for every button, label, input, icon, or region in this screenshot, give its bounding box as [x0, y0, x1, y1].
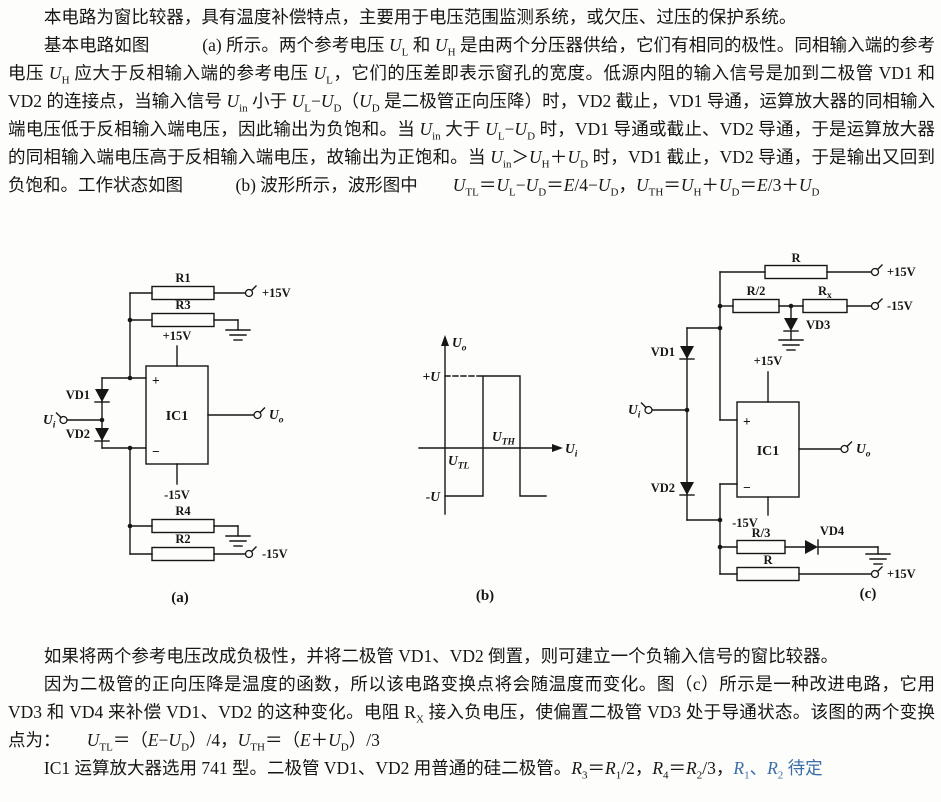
- resistor-r4: [151, 518, 215, 534]
- resistor-r2: [151, 546, 215, 562]
- ground-symbol: [225, 319, 251, 341]
- figure-c-caption: (c): [860, 586, 877, 602]
- label-plus15v-bottom: +15V: [887, 567, 916, 581]
- opamp-name: IC1: [757, 444, 780, 459]
- label-uo: Uo: [269, 407, 284, 426]
- figure-a-circuit: + − IC1 R1 R3 R4 R2 +15V -15V VD1 VD2 +1…: [43, 271, 291, 606]
- label-opamp-vcc: +15V: [163, 329, 192, 343]
- diode-vd1-icon: [94, 389, 110, 403]
- circuit-a-wires: [66, 292, 255, 555]
- label-axis-ui: Ui: [565, 441, 578, 460]
- figure-a-caption: (a): [171, 590, 189, 606]
- terminal-input: [640, 402, 653, 415]
- opamp-plus-input: +: [152, 373, 160, 388]
- ground-symbol: [865, 553, 891, 565]
- resistor-r3: [151, 312, 215, 328]
- output-waveform: [444, 375, 547, 497]
- label-uth: UTH: [492, 429, 516, 448]
- diode-vd1-icon: [679, 346, 695, 360]
- label-vd1: VD1: [66, 388, 90, 402]
- label-plus15v-top: +15V: [887, 265, 916, 279]
- label-minus15v-bottom: -15V: [262, 547, 288, 561]
- junction-dots: [684, 303, 794, 550]
- label-r-top: R: [791, 251, 801, 265]
- diode-vd2-icon: [679, 482, 695, 496]
- label-vd3: VD3: [806, 318, 830, 332]
- label-vd4: VD4: [820, 524, 845, 538]
- intro-text-block: 本电路为窗比较器，具有温度补偿特点，主要用于电压范围监测系统，或欠压、过压的保护…: [8, 3, 935, 199]
- paragraph-1: 本电路为窗比较器，具有温度补偿特点，主要用于电压范围监测系统，或欠压、过压的保护…: [43, 7, 797, 27]
- opamp-ic1: + − IC1: [145, 365, 209, 465]
- diode-vd2-icon: [94, 428, 110, 442]
- label-vd1: VD1: [651, 345, 675, 359]
- terminal-output: [253, 407, 266, 420]
- paragraph-3: 如果将两个参考电压改成负极性，并将二极管 VD1、VD2 倒置，则可建立一个负输…: [43, 646, 839, 666]
- label-r4: R4: [175, 504, 191, 518]
- axes: [418, 335, 563, 515]
- terminal-vcc: [244, 285, 257, 298]
- paragraph-2: 基本电路如图 (a) 所示。两个参考电压 UL 和 UH 是由两个分压器供给，它…: [8, 35, 936, 199]
- label-opamp-vee: -15V: [164, 488, 190, 502]
- terminal-output: [840, 441, 853, 454]
- resistor-r-bottom: [736, 566, 800, 582]
- label-minus15v: -15V: [887, 299, 913, 313]
- closing-text-block: 如果将两个参考电压改成负极性，并将二极管 VD1、VD2 倒置，则可建立一个负输…: [8, 642, 935, 782]
- terminal-vcc-bottom: [870, 566, 883, 579]
- label-utl: UTL: [448, 453, 470, 472]
- label-opamp-vee: -15V: [732, 516, 758, 530]
- label-vd2: VD2: [66, 427, 90, 441]
- opamp-minus-input: −: [152, 444, 160, 459]
- ground-symbol: [778, 339, 804, 351]
- label-r2: R2: [175, 532, 190, 546]
- opamp-name: IC1: [166, 409, 189, 424]
- label-ui: Ui: [43, 412, 56, 431]
- label-plus15v-top: +15V: [262, 286, 291, 300]
- opamp-plus-input: +: [743, 414, 751, 429]
- terminal-vee: [870, 298, 883, 311]
- opamp-ic1: + − IC1: [736, 401, 800, 498]
- label-axis-uo: Uo: [452, 335, 467, 354]
- label-vd2: VD2: [651, 481, 675, 495]
- figure-b-graph: Uo Ui +U -U UTH UTL (b): [418, 335, 578, 604]
- label-rx: Rx: [818, 284, 832, 301]
- label-r3: R3: [175, 298, 190, 312]
- resistor-rx: [802, 298, 848, 314]
- resistor-r-half: [732, 298, 780, 314]
- resistor-r1: [151, 285, 215, 301]
- label-plus-u: +U: [423, 369, 442, 384]
- label-minus-u: -U: [426, 489, 441, 504]
- label-r-half: R/2: [747, 284, 766, 298]
- label-r-third: R/3: [752, 526, 771, 540]
- resistor-r-top: [764, 264, 828, 280]
- junction-dots: [99, 317, 133, 529]
- resistor-r-third: [736, 539, 786, 555]
- ground-symbol: [225, 525, 251, 547]
- figure-c-circuit: + − IC1 R R/2 Rx VD3 VD1 VD2 +15V -15V +…: [628, 251, 916, 602]
- label-r-bottom: R: [763, 553, 773, 567]
- label-opamp-vcc: +15V: [754, 354, 783, 368]
- terminal-input: [55, 412, 68, 425]
- opamp-minus-input: −: [743, 480, 751, 495]
- label-r1: R1: [175, 271, 190, 285]
- terminal-vee: [244, 546, 257, 559]
- terminal-vcc-top: [870, 264, 883, 277]
- figure-b-caption: (b): [476, 588, 494, 604]
- paragraph-5: IC1 运算放大器选用 741 型。二极管 VD1、VD2 用普通的硅二极管。R…: [43, 758, 823, 782]
- diode-vd4-icon: [805, 539, 819, 555]
- label-uo: Uo: [856, 441, 871, 460]
- paragraph-4: 因为二极管的正向压降是温度的函数，所以该电路变换点将会随温度而变化。图（c）所示…: [8, 674, 935, 754]
- label-ui: Ui: [628, 402, 641, 421]
- diode-vd3-icon: [783, 318, 799, 332]
